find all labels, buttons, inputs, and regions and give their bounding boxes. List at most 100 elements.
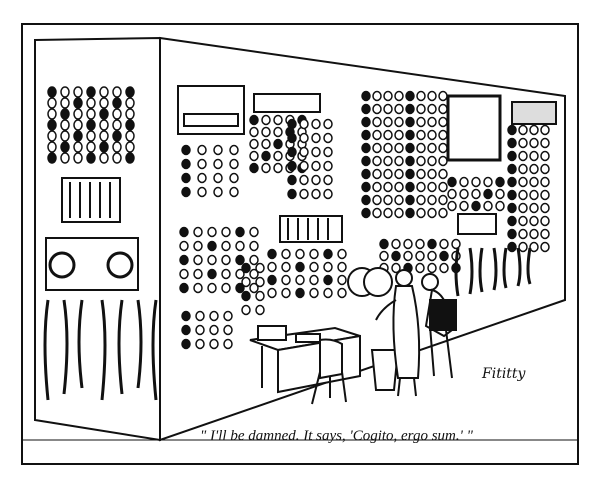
- panel-knob: [207, 282, 217, 294]
- panel-knob: [529, 202, 539, 214]
- panel-knob: [229, 186, 239, 198]
- panel-knob: [337, 248, 347, 260]
- panel-knob: [405, 194, 415, 206]
- panel-knob: [416, 129, 426, 141]
- panel-knob: [281, 287, 291, 299]
- panel-knob: [249, 240, 259, 252]
- panel-knob: [229, 172, 239, 184]
- panel-knob: [261, 138, 271, 150]
- panel-knob: [267, 261, 277, 273]
- panel-knob: [86, 97, 96, 109]
- panel-knob: [287, 118, 297, 130]
- panel-knob: [295, 248, 305, 260]
- waste-basket: [370, 349, 400, 391]
- panel-knob: [372, 207, 382, 219]
- panel-knob: [438, 181, 448, 193]
- panel-knob: [241, 304, 251, 316]
- panel-knob: [60, 97, 70, 109]
- panel-knob: [86, 141, 96, 153]
- panel-knob: [391, 250, 401, 262]
- panel-knob: [507, 137, 517, 149]
- panel-knob: [249, 254, 259, 266]
- panel-knob: [405, 168, 415, 180]
- panel-knob: [361, 90, 371, 102]
- panel-knob: [287, 146, 297, 158]
- patch-cable: [151, 299, 158, 401]
- panel-knob: [405, 207, 415, 219]
- panel-knob: [125, 141, 135, 153]
- panel-knob: [416, 181, 426, 193]
- panel-knob: [193, 240, 203, 252]
- panel-knob: [311, 188, 321, 200]
- panel-knob: [73, 97, 83, 109]
- panel-knob: [221, 282, 231, 294]
- panel-knob: [281, 261, 291, 273]
- panel-knob: [209, 324, 219, 336]
- panel-knob: [540, 137, 550, 149]
- panel-knob: [438, 207, 448, 219]
- panel-knob: [518, 189, 528, 201]
- panel-knob: [287, 188, 297, 200]
- panel-knob: [179, 268, 189, 280]
- panel-knob: [337, 274, 347, 286]
- panel-knob: [99, 86, 109, 98]
- panel-knob: [86, 108, 96, 120]
- panel-knob: [405, 155, 415, 167]
- panel-knob: [471, 200, 481, 212]
- panel-knob: [372, 181, 382, 193]
- panel-knob: [361, 207, 371, 219]
- panel-knob: [372, 129, 382, 141]
- panel-knob: [415, 250, 425, 262]
- panel-knob: [427, 129, 437, 141]
- panel-knob: [311, 132, 321, 144]
- panel-knob: [540, 202, 550, 214]
- panel-knob: [394, 155, 404, 167]
- panel-knob: [459, 188, 469, 200]
- panel-knob: [213, 144, 223, 156]
- panel-knob: [229, 144, 239, 156]
- panel-knob: [249, 282, 259, 294]
- panel-knob: [529, 124, 539, 136]
- panel-knob: [427, 194, 437, 206]
- cartoon-border: [21, 23, 579, 465]
- panel-knob: [241, 262, 251, 274]
- panel-knob: [507, 189, 517, 201]
- panel-knob: [495, 176, 505, 188]
- panel-knob: [415, 262, 425, 274]
- panel-knob: [125, 119, 135, 131]
- panel-knob: [60, 152, 70, 164]
- panel-knob: [112, 119, 122, 131]
- panel-knob: [383, 129, 393, 141]
- panel-knob: [427, 207, 437, 219]
- panel-knob: [471, 188, 481, 200]
- panel-knob: [427, 90, 437, 102]
- panel-knob: [427, 250, 437, 262]
- panel-knob: [311, 174, 321, 186]
- panel-knob: [309, 274, 319, 286]
- panel-knob: [197, 186, 207, 198]
- panel-knob: [267, 287, 277, 299]
- panel-knob: [273, 114, 283, 126]
- panel-knob: [540, 176, 550, 188]
- panel-knob: [323, 248, 333, 260]
- panel-knob: [73, 152, 83, 164]
- panel-knob: [518, 176, 528, 188]
- panel-knob: [540, 215, 550, 227]
- panel-knob: [60, 108, 70, 120]
- panel-knob: [323, 146, 333, 158]
- panel-knob: [394, 142, 404, 154]
- panel-knob: [518, 150, 528, 162]
- panel-knob: [361, 129, 371, 141]
- panel-knob: [47, 152, 57, 164]
- panel-knob: [438, 129, 448, 141]
- patch-cable: [62, 299, 69, 395]
- panel-knob: [495, 200, 505, 212]
- panel-knob: [112, 86, 122, 98]
- panel-knob: [309, 287, 319, 299]
- panel-knob: [47, 86, 57, 98]
- panel-knob: [261, 126, 271, 138]
- panel-knob: [47, 130, 57, 142]
- panel-knob: [60, 141, 70, 153]
- panel-knob: [507, 176, 517, 188]
- panel-knob: [287, 160, 297, 172]
